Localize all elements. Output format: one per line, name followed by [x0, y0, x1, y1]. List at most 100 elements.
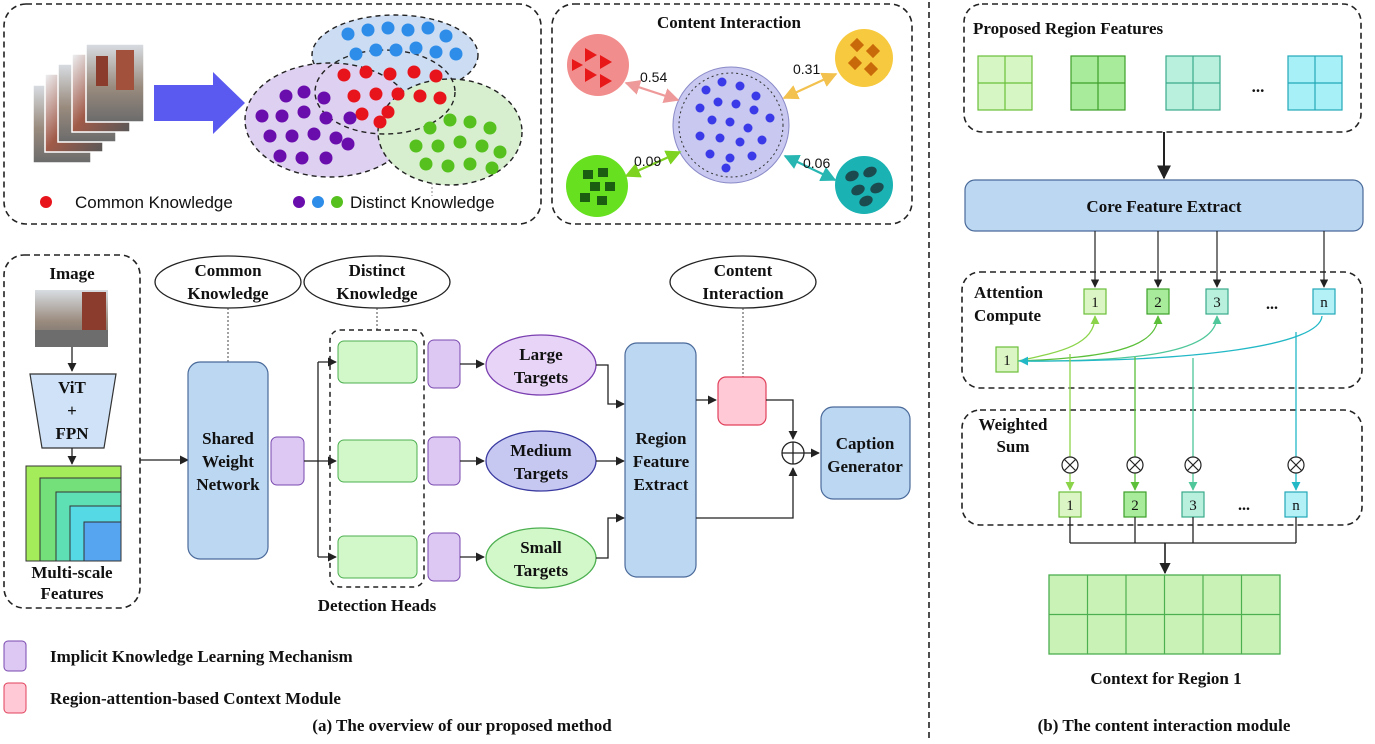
shared-label-2: Weight — [202, 452, 254, 471]
rfe-label-2: Feature — [633, 452, 690, 471]
implicit-knowledge-block-medium — [427, 436, 461, 486]
caption-label-1: Caption — [836, 434, 895, 453]
weighted-label-1: Weighted — [979, 415, 1048, 434]
legend-region-attention-swatch — [3, 682, 27, 714]
proposed-ellipsis: ... — [1252, 77, 1265, 96]
blue-dot — [429, 45, 443, 59]
cluster-dots — [255, 21, 507, 175]
common-bubble-label-2: Knowledge — [187, 284, 269, 303]
green-dot — [453, 135, 467, 149]
sum-node-2-label: 2 — [1131, 498, 1139, 514]
multiply-operators — [1061, 456, 1305, 474]
center-dot — [701, 85, 711, 95]
purple-dot — [295, 151, 309, 165]
blue-dot — [381, 21, 395, 35]
center-dot — [717, 77, 727, 87]
center-dot — [725, 117, 735, 127]
center-dot — [721, 163, 731, 173]
yellow-satellite — [835, 29, 893, 87]
image-label: Image — [49, 264, 95, 283]
green-dot — [463, 115, 477, 129]
purple-dot — [263, 129, 277, 143]
detection-head-medium — [337, 439, 418, 483]
weight-label-red: 0.54 — [640, 69, 667, 85]
center-dot — [735, 137, 745, 147]
weighted-sum-panel — [961, 409, 1363, 526]
caption-a: (a) The overview of our proposed method — [312, 716, 612, 735]
legend-red-dot — [40, 196, 52, 208]
common-bubble-label-1: Common — [194, 261, 262, 280]
red-dot — [407, 65, 421, 79]
center-dot — [695, 131, 705, 141]
attention-node-1 — [1083, 288, 1107, 315]
large-label-1: Large — [519, 345, 563, 364]
backbone-panel — [3, 254, 141, 609]
legend-purple-dot — [293, 196, 305, 208]
center-dots — [695, 77, 775, 173]
region-feature-extract — [624, 342, 697, 578]
center-dot — [743, 123, 753, 133]
big-arrow — [154, 72, 245, 134]
sum-node-n-label: n — [1292, 498, 1300, 514]
center-dot — [747, 151, 757, 161]
weight-label-green: 0.09 — [634, 153, 661, 169]
sum-ellipsis: ... — [1238, 497, 1250, 514]
legend-implicit-swatch — [3, 640, 27, 672]
multiply-operator — [1287, 456, 1305, 474]
red-dot — [355, 107, 369, 121]
implicit-knowledge-block-large — [427, 339, 461, 389]
detection-heads-label: Detection Heads — [318, 596, 437, 615]
implicit-knowledge-block-small — [427, 532, 461, 582]
red-dot — [359, 65, 373, 79]
center-dot — [705, 149, 715, 159]
purple-dot — [317, 91, 331, 105]
center-dot — [715, 133, 725, 143]
knowledge-panel — [3, 3, 542, 225]
legend-green-dot — [331, 196, 343, 208]
attention-node-1-label: 1 — [1091, 295, 1099, 311]
red-dot — [381, 105, 395, 119]
attention-node-2 — [1146, 288, 1170, 315]
caption-b: (b) The content interaction module — [1038, 716, 1291, 735]
distinct-legend-label: Distinct Knowledge — [350, 193, 495, 212]
green-dot — [409, 139, 423, 153]
red-satellite — [567, 34, 629, 96]
vit-fpn-backbone — [29, 373, 117, 449]
weighted-label-2: Sum — [996, 437, 1029, 456]
blue-dot — [389, 43, 403, 57]
purple-dot — [285, 129, 299, 143]
purple-dot — [273, 149, 287, 163]
legend-implicit-label: Implicit Knowledge Learning Mechanism — [50, 647, 353, 666]
red-dot — [429, 69, 443, 83]
weight-label-yellow: 0.31 — [793, 61, 820, 77]
multiply-operator — [1061, 456, 1079, 474]
red-dot — [391, 87, 405, 101]
blue-dot — [449, 47, 463, 61]
green-dot — [419, 157, 433, 171]
green-dot — [493, 145, 507, 159]
attention-ellipsis: ... — [1266, 296, 1278, 313]
shared-label-1: Shared — [202, 429, 254, 448]
purple-dot — [275, 109, 289, 123]
region-feature-grids — [977, 55, 1343, 111]
legend-region-attention-label: Region-attention-based Context Module — [50, 689, 341, 708]
red-dot — [433, 91, 447, 105]
center-dot — [695, 103, 705, 113]
detection-head-small — [337, 535, 418, 579]
small-label-2: Targets — [514, 561, 569, 580]
multiply-operator — [1126, 456, 1144, 474]
distinct-bubble-label-2: Knowledge — [336, 284, 418, 303]
core-feature-extract — [964, 179, 1364, 232]
purple-dot — [297, 105, 311, 119]
rfe-label-1: Region — [636, 429, 688, 448]
shared-weight-network — [187, 361, 269, 560]
blue-dot — [439, 29, 453, 43]
center-dot — [765, 113, 775, 123]
green-dot — [443, 113, 457, 127]
caption-label-2: Generator — [827, 457, 903, 476]
purple-dot — [343, 111, 357, 125]
large-label-2: Targets — [514, 368, 569, 387]
center-dot — [749, 105, 759, 115]
green-dot — [483, 121, 497, 135]
medium-label-2: Targets — [514, 464, 569, 483]
